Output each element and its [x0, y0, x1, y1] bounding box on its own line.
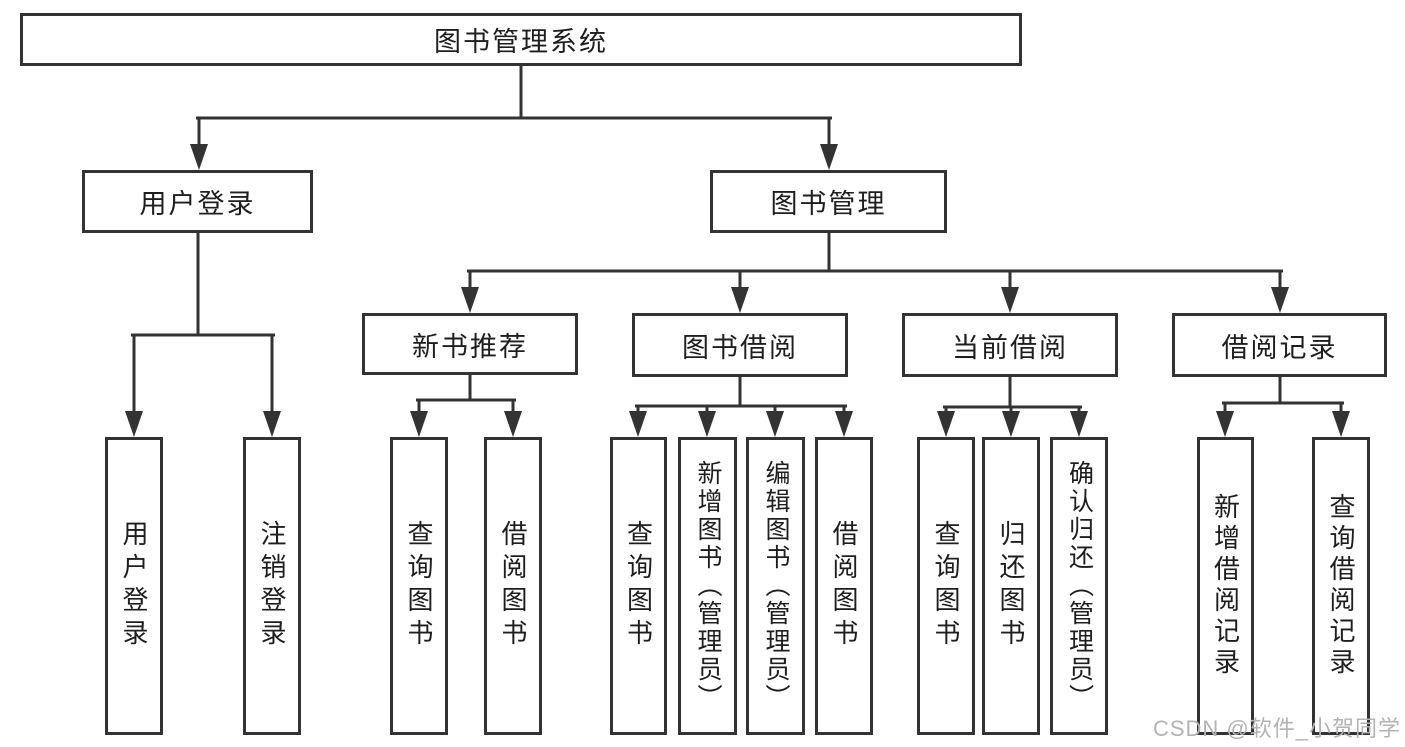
- leaf-cb-confirm-return-label: 确认归还（管理员）: [1065, 460, 1094, 712]
- leaf-bb-add-books: 新增图书（管理员）: [678, 437, 737, 735]
- leaf-logout-label: 注销登录: [257, 520, 287, 652]
- node-root-label: 图书管理系统: [434, 27, 608, 57]
- node-current-borrowing-label: 当前借阅: [952, 332, 1068, 363]
- leaf-br-add-record: 新增借阅记录: [1197, 437, 1254, 735]
- node-book-management: 图书管理: [710, 170, 947, 233]
- node-user-login: 用户登录: [82, 170, 313, 233]
- node-book-management-label: 图书管理: [770, 189, 887, 219]
- leaf-cb-return-books-label: 归还图书: [996, 520, 1026, 652]
- leaf-cb-return-books: 归还图书: [982, 437, 1040, 735]
- leaf-user-login: 用户登录: [105, 437, 163, 735]
- leaf-nb-query-books: 查询图书: [390, 437, 448, 735]
- node-new-book-recommend-label: 新书推荐: [412, 331, 528, 362]
- leaf-bb-borrow-books-label: 借阅图书: [829, 520, 859, 652]
- leaf-bb-add-books-label: 新增图书（管理员）: [694, 460, 722, 712]
- leaf-br-query-record-label: 查询借阅记录: [1326, 493, 1356, 679]
- node-book-borrowing: 图书借阅: [632, 313, 848, 377]
- node-new-book-recommend: 新书推荐: [362, 313, 578, 375]
- leaf-user-login-label: 用户登录: [119, 520, 149, 652]
- leaf-bb-edit-books-label: 编辑图书（管理员）: [762, 460, 790, 712]
- leaf-nb-borrow-books-label: 借阅图书: [498, 520, 528, 652]
- leaf-br-add-record-label: 新增借阅记录: [1210, 493, 1241, 679]
- node-root: 图书管理系统: [20, 13, 1022, 66]
- leaf-nb-borrow-books: 借阅图书: [484, 437, 542, 735]
- leaf-bb-borrow-books: 借阅图书: [815, 437, 873, 735]
- leaf-bb-query-books-label: 查询图书: [623, 520, 654, 652]
- leaf-br-query-record: 查询借阅记录: [1312, 437, 1370, 735]
- node-user-login-label: 用户登录: [139, 189, 256, 219]
- node-borrow-records-label: 借阅记录: [1221, 332, 1338, 363]
- leaf-bb-edit-books: 编辑图书（管理员）: [746, 437, 805, 735]
- leaf-logout: 注销登录: [243, 437, 301, 735]
- leaf-cb-query-books-label: 查询图书: [931, 520, 961, 652]
- node-book-borrowing-label: 图书借阅: [682, 332, 798, 363]
- leaf-bb-query-books: 查询图书: [610, 437, 667, 735]
- csdn-watermark: CSDN @软件_小贺同学: [1152, 716, 1401, 741]
- leaf-cb-query-books: 查询图书: [917, 437, 975, 735]
- leaf-cb-confirm-return: 确认归还（管理员）: [1050, 437, 1108, 735]
- leaf-nb-query-books-label: 查询图书: [404, 520, 434, 652]
- node-current-borrowing: 当前借阅: [902, 313, 1118, 377]
- node-borrow-records: 借阅记录: [1172, 313, 1387, 377]
